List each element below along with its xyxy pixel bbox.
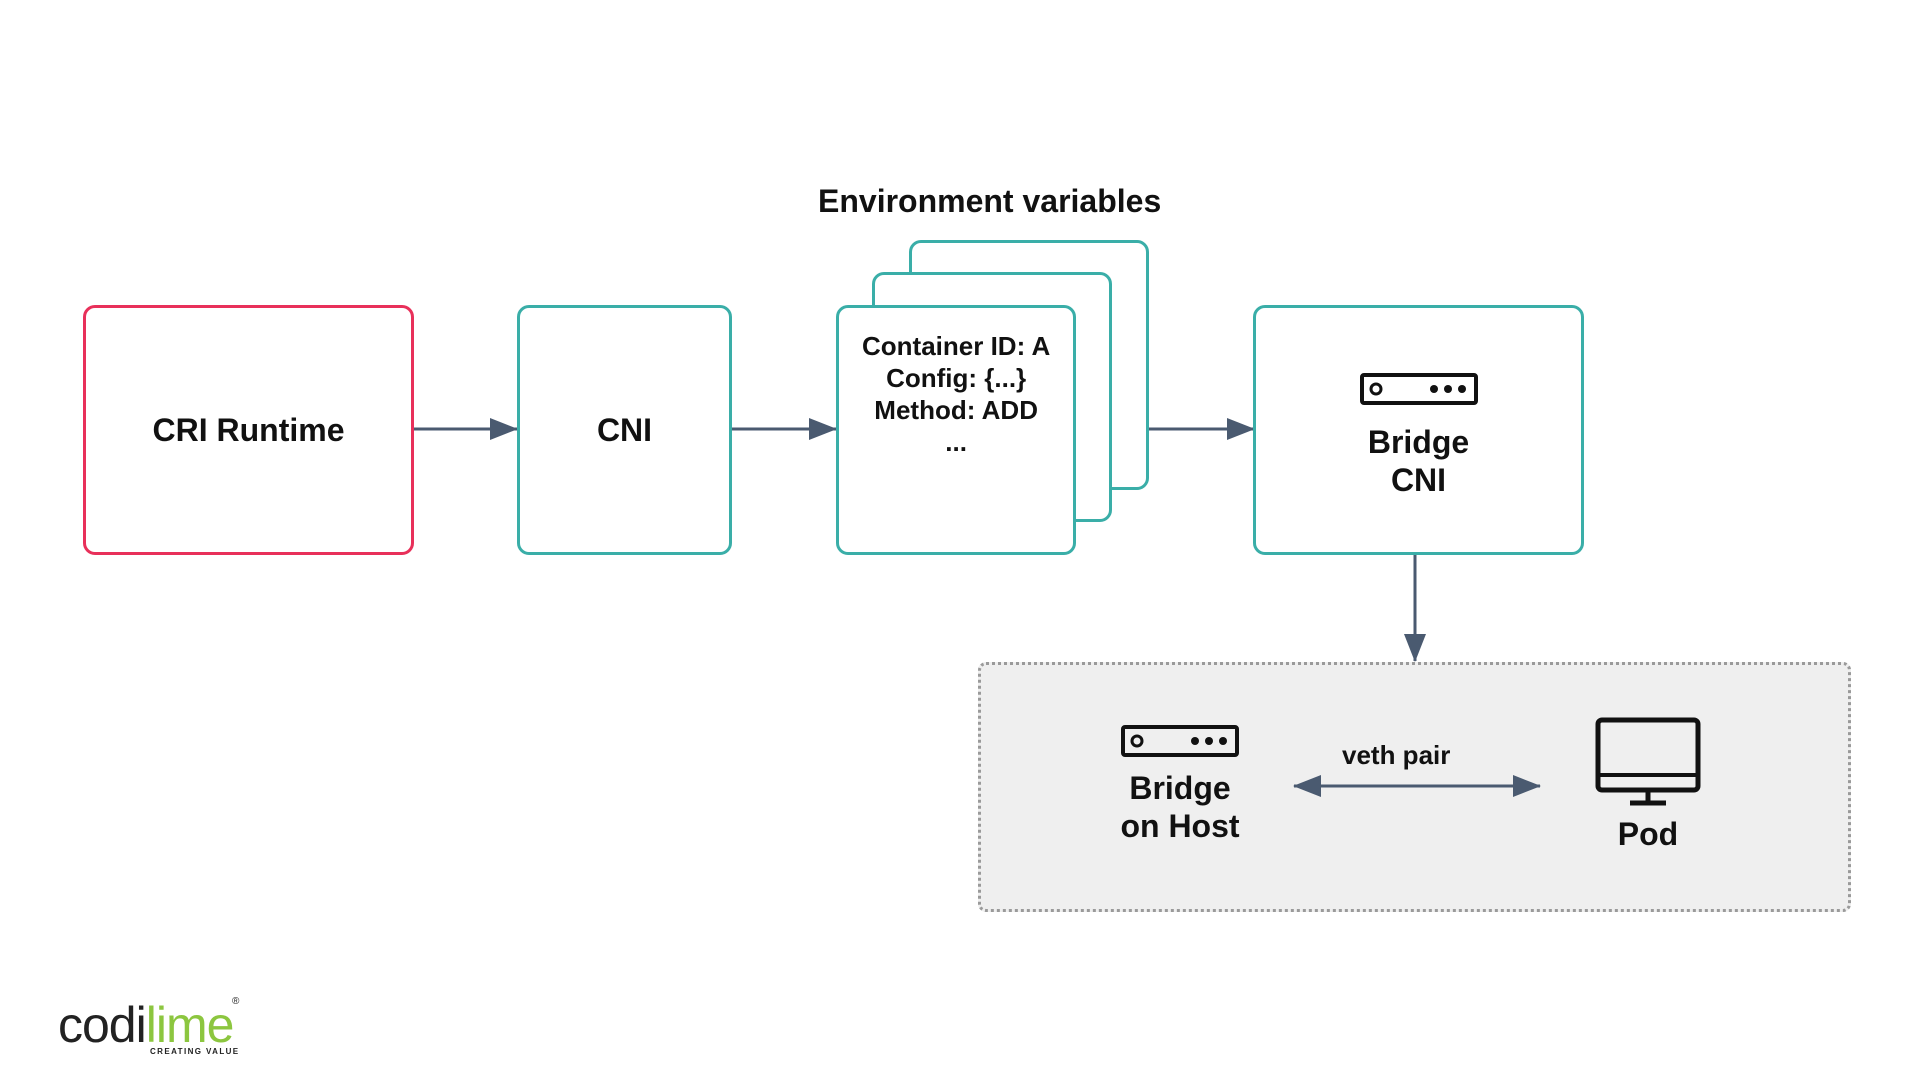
codilime-logo: codilime ® CREATING VALUE [58, 996, 240, 1056]
env-line-container-id: Container ID: A [862, 331, 1051, 361]
bridge-on-host-line2: on Host [1120, 808, 1240, 844]
env-line-method: Method: ADD [874, 395, 1038, 425]
monitor-icon [1595, 717, 1701, 806]
cni-label: CNI [596, 411, 653, 448]
cri-runtime-box: CRI Runtime [83, 305, 414, 555]
switch-icon [1359, 373, 1478, 405]
logo-tagline: CREATING VALUE [150, 1047, 240, 1056]
bridge-on-host: Bridge on Host [1100, 725, 1260, 845]
env-line-config: Config: {...} [886, 363, 1027, 393]
switch-icon [1121, 725, 1239, 757]
pod: Pod [1568, 717, 1728, 853]
pod-label: Pod [1617, 816, 1679, 852]
cni-box: CNI [517, 305, 732, 555]
bridge-cni-label: Bridge CNI [1367, 424, 1470, 498]
env-card-front: Container ID: A Config: {...} Method: AD… [836, 305, 1076, 555]
bridge-cni-box: Bridge CNI [1253, 305, 1584, 555]
veth-pair-label: veth pair [1342, 740, 1451, 770]
env-variables-list: Container ID: A Config: {...} Method: AD… [862, 330, 1050, 458]
env-variables-title: Environment variables [818, 183, 1162, 219]
cri-runtime-label: CRI Runtime [152, 411, 345, 448]
bridge-on-host-line1: Bridge [1129, 770, 1231, 806]
env-line-ellipsis: ... [945, 427, 967, 457]
